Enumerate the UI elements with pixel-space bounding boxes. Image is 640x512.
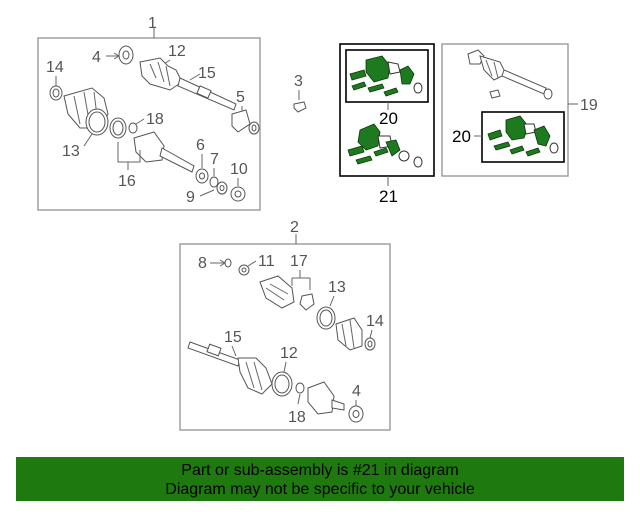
callout-20-right[interactable]: 20 <box>452 127 471 146</box>
clamp-icon <box>49 85 63 101</box>
callout-18-bottom[interactable]: 18 <box>288 409 306 426</box>
callout-7[interactable]: 7 <box>210 151 219 168</box>
loose-part-3[interactable]: 3 <box>293 73 307 113</box>
callout-18-top[interactable]: 18 <box>146 111 164 128</box>
axle-shaft-icon <box>139 57 237 111</box>
banner-line-2: Diagram may not be specific to your vehi… <box>165 481 475 498</box>
axle-shaft-icon <box>467 49 553 100</box>
axle-shaft-icon <box>187 341 273 395</box>
callout-14-bottom[interactable]: 14 <box>366 313 384 330</box>
repair-kit-icon <box>347 123 423 168</box>
callout-15-bottom[interactable]: 15 <box>224 329 242 346</box>
snap-ring-icon <box>295 382 305 394</box>
callout-4-bottom[interactable]: 4 <box>352 383 361 400</box>
callout-19[interactable]: 19 <box>580 97 598 114</box>
callout-12-bottom[interactable]: 12 <box>280 345 298 362</box>
callout-10[interactable]: 10 <box>230 161 248 178</box>
washer-icon <box>230 186 246 202</box>
clamp-icon <box>364 337 376 351</box>
callout-17[interactable]: 17 <box>290 253 308 270</box>
cv-joint-icon <box>133 131 195 173</box>
cv-joint-icon <box>231 109 260 135</box>
washer-icon <box>118 45 134 65</box>
washer-icon <box>348 405 364 423</box>
clamp-icon <box>85 108 109 136</box>
callout-9[interactable]: 9 <box>186 189 195 206</box>
callout-15-top[interactable]: 15 <box>198 65 216 82</box>
clamp-icon <box>271 371 293 397</box>
washer-icon <box>216 181 228 195</box>
cv-joint-icon <box>259 275 315 311</box>
callout-20-left[interactable]: 20 <box>379 109 398 128</box>
washer-icon <box>238 264 250 276</box>
clamp-icon <box>316 306 336 330</box>
assembly-box-1[interactable]: 1 4 12 15 5 14 <box>37 15 261 211</box>
washer-icon <box>195 168 209 184</box>
snap-ring-icon <box>224 258 232 268</box>
callout-12-top[interactable]: 12 <box>168 43 186 60</box>
cv-joint-icon <box>307 381 345 415</box>
callout-14-top[interactable]: 14 <box>46 59 64 76</box>
callout-3[interactable]: 3 <box>294 73 303 90</box>
snap-ring-icon <box>128 122 138 134</box>
boot-icon <box>335 317 363 351</box>
info-banner: Part or sub-assembly is #21 in diagram D… <box>16 457 624 501</box>
snap-ring-icon <box>293 101 307 113</box>
callout-5[interactable]: 5 <box>236 89 245 106</box>
washer-icon <box>489 89 501 99</box>
clamp-icon <box>109 117 127 139</box>
callout-21[interactable]: 21 <box>379 187 398 206</box>
callout-2[interactable]: 2 <box>290 219 299 236</box>
assembly-box-21[interactable]: 20 21 <box>339 43 435 206</box>
parts-diagram: 1 4 12 15 5 14 <box>37 15 598 431</box>
assembly-box-2[interactable]: 2 8 11 17 13 <box>179 219 391 431</box>
callout-13-top[interactable]: 13 <box>62 143 80 160</box>
callout-4-top[interactable]: 4 <box>92 49 101 66</box>
repair-kit-icon <box>349 55 423 97</box>
assembly-box-19[interactable]: 19 20 <box>441 43 598 177</box>
callout-13-bottom[interactable]: 13 <box>328 279 346 296</box>
banner-line-1: Part or sub-assembly is #21 in diagram <box>181 462 459 479</box>
callout-6[interactable]: 6 <box>196 137 205 154</box>
callout-1[interactable]: 1 <box>148 15 157 32</box>
callout-11[interactable]: 11 <box>258 253 275 270</box>
repair-kit-icon <box>487 115 559 157</box>
callout-16[interactable]: 16 <box>118 173 136 190</box>
snap-ring-icon <box>209 176 219 188</box>
callout-8[interactable]: 8 <box>198 255 207 272</box>
